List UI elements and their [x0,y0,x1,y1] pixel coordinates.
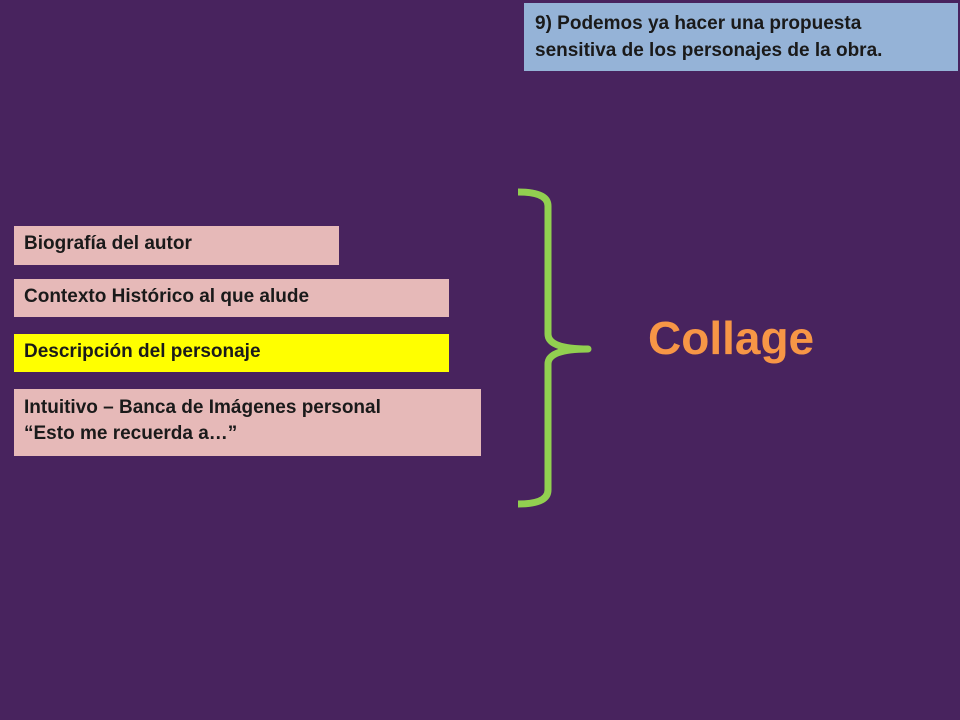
item-contexto-historico-label: Contexto Histórico al que alude [24,286,310,307]
item-intuitivo-line-2: “Esto me recuerda a…” [24,423,238,444]
item-intuitivo-line-1: Intuitivo – Banca de Imágenes personal [24,397,381,418]
item-descripcion-personaje: Descripción del personaje [14,334,449,372]
collage-title: Collage [648,312,815,364]
instruction-note-line-1: 9) Podemos ya hacer una propuesta [535,13,862,34]
item-contexto-historico: Contexto Histórico al que alude [14,279,449,317]
instruction-note: 9) Podemos ya hacer una propuesta sensit… [524,3,958,71]
right-curly-brace-icon [517,188,592,508]
item-biografia-label: Biografía del autor [24,233,192,254]
item-biografia: Biografía del autor [14,226,339,265]
instruction-note-line-2: sensitiva de los personajes de la obra. [535,40,883,61]
item-intuitivo: Intuitivo – Banca de Imágenes personal “… [14,389,481,456]
item-descripcion-personaje-label: Descripción del personaje [24,341,261,362]
